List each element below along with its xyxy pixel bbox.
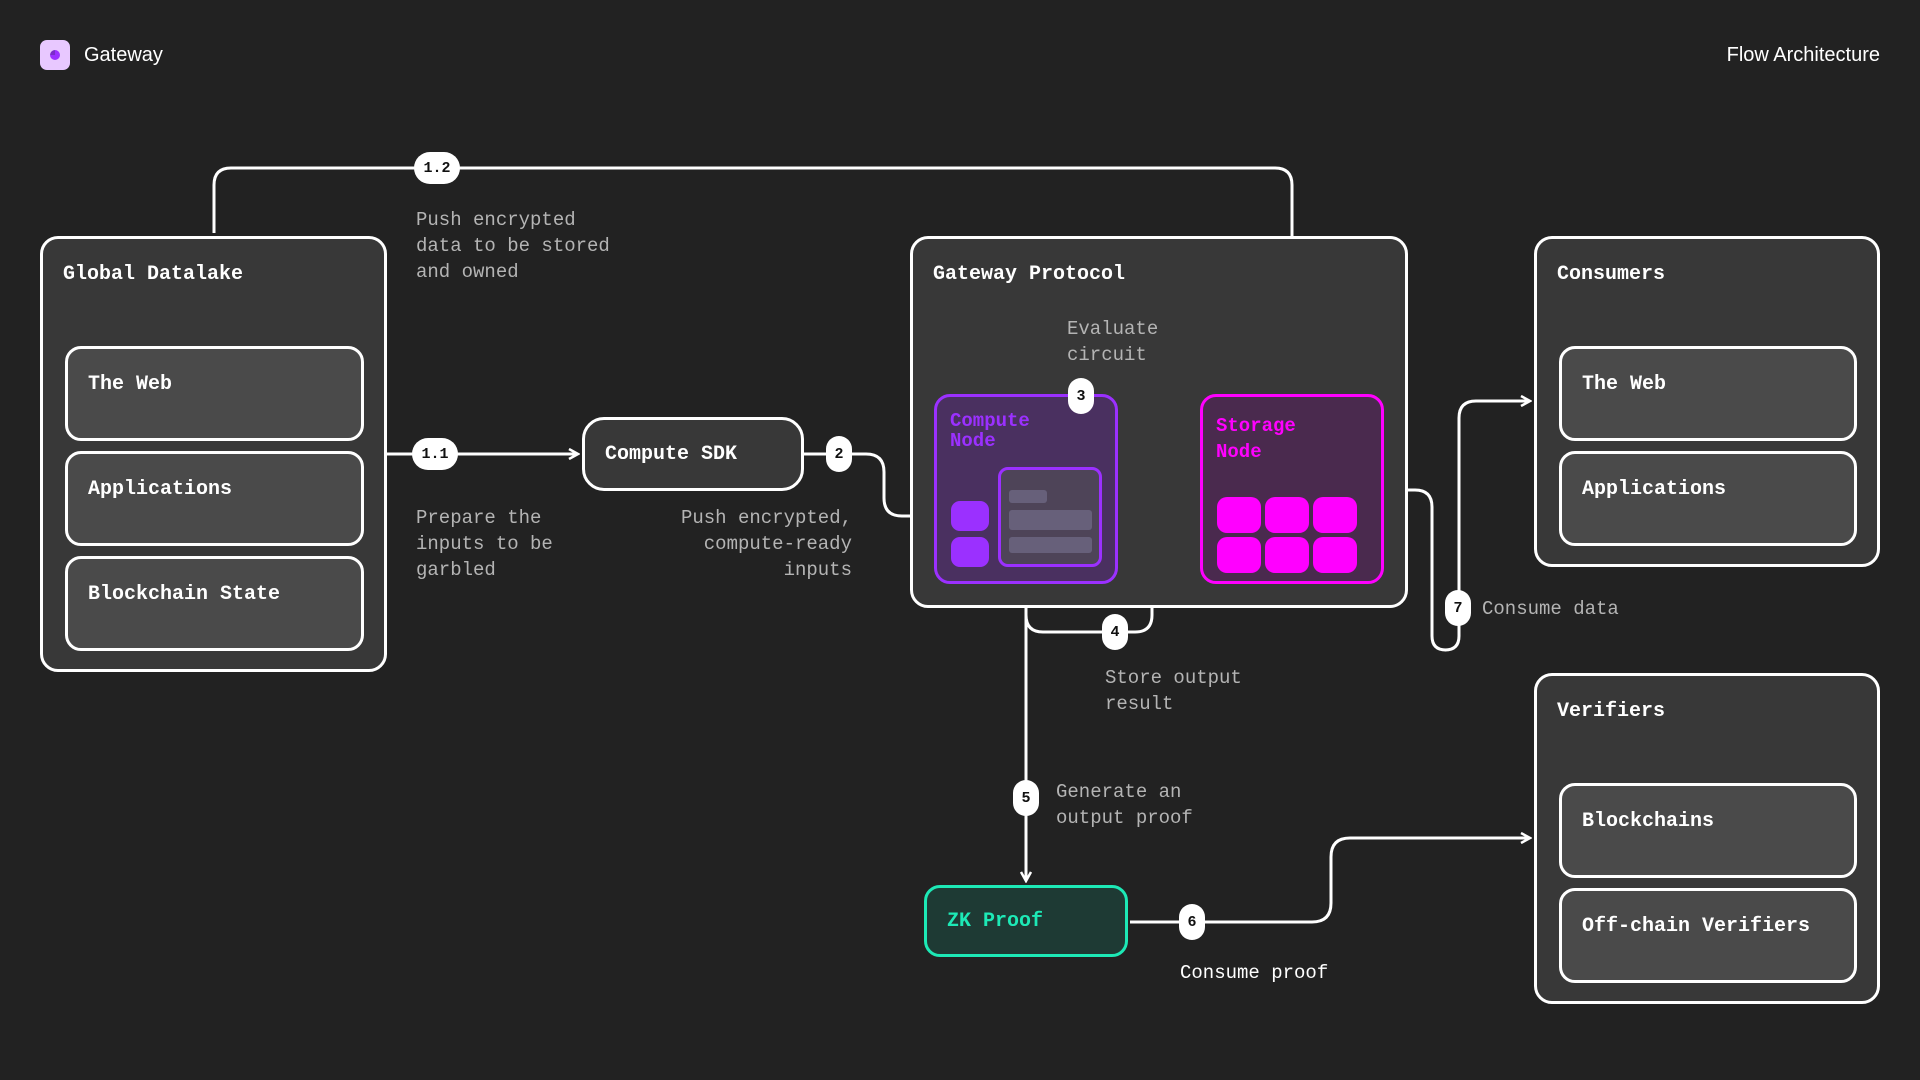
step-badge-3: 3 — [1068, 378, 1094, 414]
verifier-item-off-chain-verifiers[interactable]: Off-chain Verifiers — [1559, 888, 1857, 983]
compute-sdk-node[interactable]: Compute SDK — [582, 417, 804, 491]
circuit-line — [1009, 510, 1092, 530]
datalake-item-applications[interactable]: Applications — [65, 451, 364, 546]
storage-block-icon — [1217, 497, 1261, 533]
zk-proof-label: ZK Proof — [947, 909, 1044, 933]
step-badge-2: 2 — [826, 436, 852, 472]
step-badge-5: 5 — [1013, 780, 1039, 816]
wire-2 — [804, 452, 990, 516]
gateway-logo-icon — [40, 40, 70, 70]
step-badge-4: 4 — [1102, 614, 1128, 650]
step-label-6: Consume proof — [1180, 962, 1329, 984]
step-label-2: Push encrypted, compute-ready inputs — [680, 507, 852, 581]
consumers-panel: Consumers The Web Applications — [1534, 236, 1880, 567]
wire-6 — [1130, 838, 1530, 924]
storage-block-icon — [1265, 537, 1309, 573]
zk-proof-node[interactable]: ZK Proof — [924, 885, 1128, 957]
step-label-7: Consume data — [1482, 598, 1619, 620]
compute-node-label: Compute Node — [950, 410, 1030, 452]
gateway-protocol-title: Gateway Protocol — [933, 263, 1126, 286]
verifiers-title: Verifiers — [1557, 700, 1666, 723]
global-datalake-panel: Global Datalake The Web Applications Blo… — [40, 236, 387, 672]
brand-name: Gateway — [84, 43, 163, 66]
consumer-item-applications[interactable]: Applications — [1559, 451, 1857, 546]
header-brand[interactable]: Gateway — [40, 40, 163, 70]
circuit-line — [1009, 537, 1092, 553]
storage-block-icon — [1265, 497, 1309, 533]
verifier-item-blockchains[interactable]: Blockchains — [1559, 783, 1857, 878]
step-label-3: Evaluate circuit — [1067, 318, 1159, 366]
storage-block-icon — [1313, 497, 1357, 533]
global-datalake-title: Global Datalake — [63, 263, 244, 286]
page-title: Flow Architecture — [1726, 44, 1880, 66]
wire-1-2 — [212, 166, 1292, 390]
storage-block-icon — [1217, 537, 1261, 573]
consumer-item-the-web[interactable]: The Web — [1559, 346, 1857, 441]
datalake-item-blockchain-state[interactable]: Blockchain State — [65, 556, 364, 651]
datalake-item-the-web[interactable]: The Web — [65, 346, 364, 441]
step-badge-6: 6 — [1179, 904, 1205, 940]
step-badge-1-1: 1.1 — [412, 438, 458, 470]
compute-node[interactable]: Compute Node — [934, 394, 1118, 584]
circuit-panel — [998, 467, 1102, 567]
storage-block-icon — [1313, 537, 1357, 573]
verifiers-panel: Verifiers Blockchains Off-chain Verifier… — [1534, 673, 1880, 1004]
consumers-title: Consumers — [1557, 263, 1666, 286]
step-label-1-1: Prepare the inputs to be garbled — [416, 507, 553, 581]
storage-node[interactable]: Storage Node — [1200, 394, 1384, 584]
storage-node-label: Storage Node — [1216, 415, 1296, 463]
step-label-5: Generate an output proof — [1056, 781, 1193, 829]
circuit-line — [1009, 490, 1047, 503]
step-badge-7: 7 — [1445, 590, 1471, 626]
step-badge-1-2: 1.2 — [414, 152, 460, 184]
compute-block-icon — [951, 501, 989, 531]
step-label-1-2: Push encrypted data to be stored and own… — [416, 209, 610, 283]
compute-block-icon — [951, 537, 989, 567]
storage-grid — [1217, 497, 1357, 573]
wire-7 — [1387, 401, 1530, 652]
step-label-4: Store output result — [1105, 667, 1242, 715]
